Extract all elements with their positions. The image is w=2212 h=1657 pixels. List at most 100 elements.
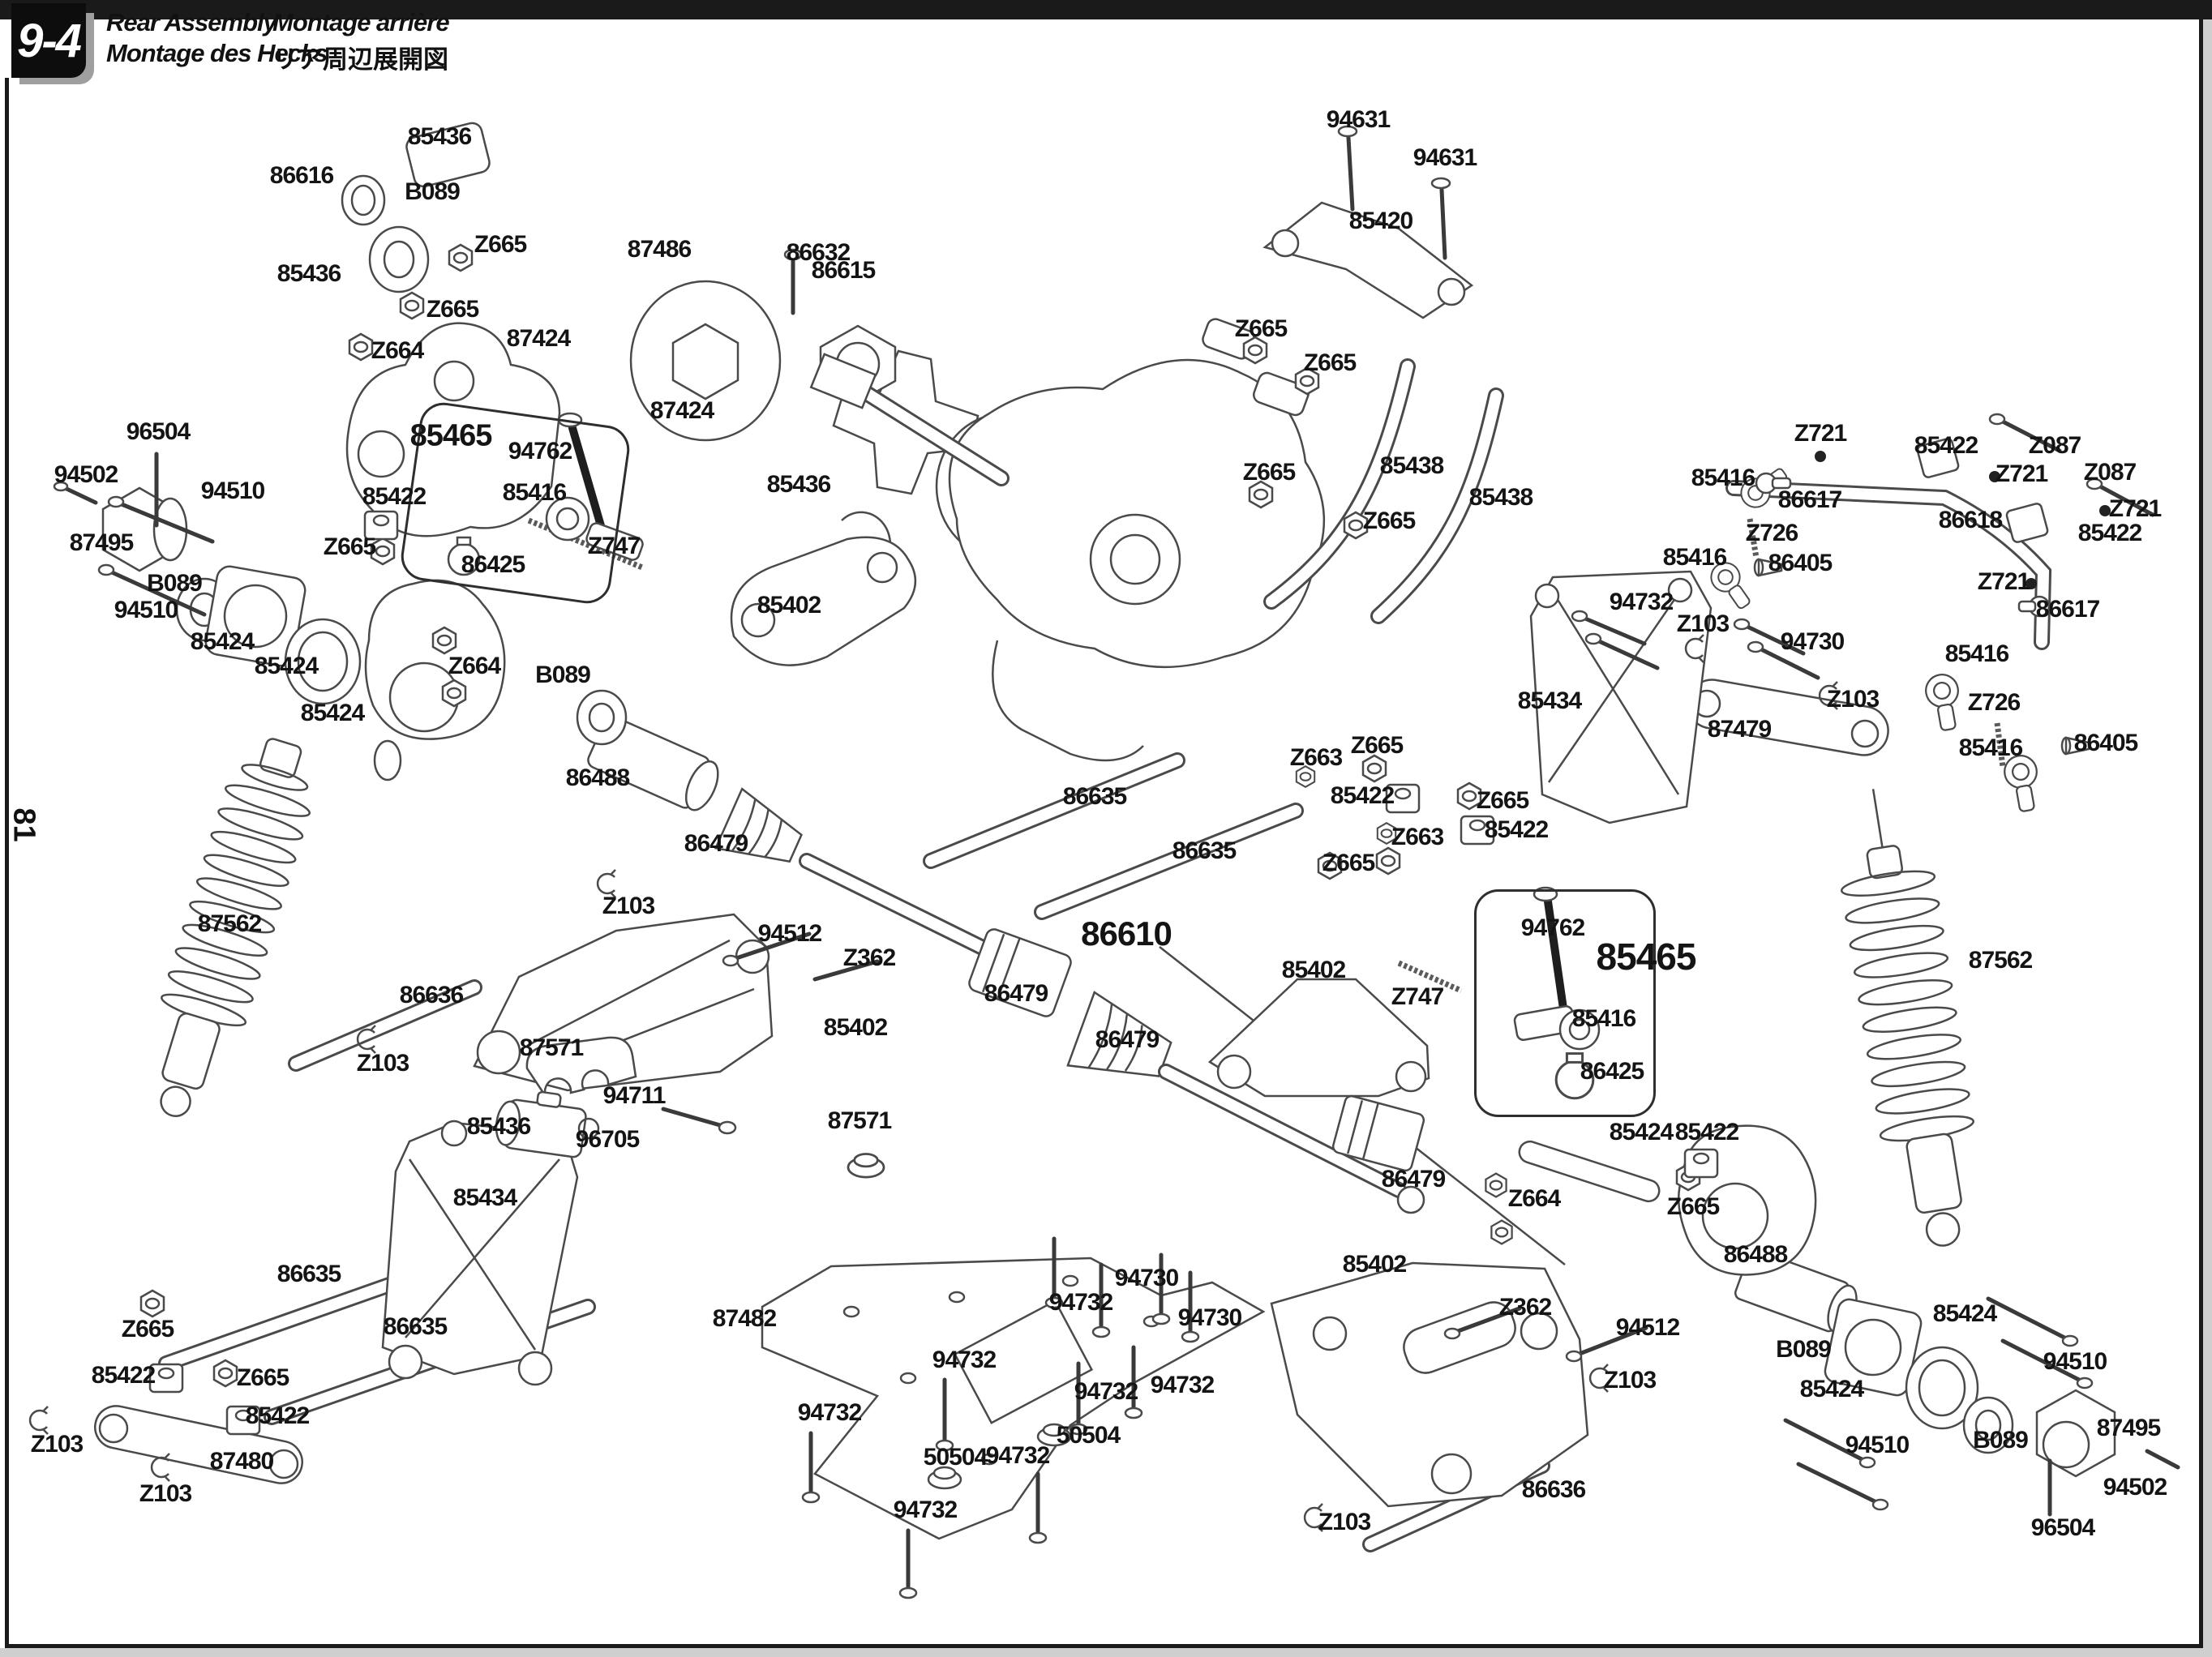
part-label: Z362 bbox=[842, 944, 896, 971]
part-label: Z103 bbox=[30, 1431, 84, 1458]
part-label: 85424 bbox=[1932, 1300, 1997, 1327]
part-label: Z726 bbox=[1967, 689, 2021, 716]
part-label: 94732 bbox=[932, 1347, 997, 1373]
part-label: 96504 bbox=[2030, 1514, 2095, 1541]
part-label: 86425 bbox=[1580, 1058, 1644, 1085]
part-label: 86488 bbox=[1723, 1241, 1788, 1268]
part-label: 94732 bbox=[985, 1442, 1050, 1469]
part-label: 85416 bbox=[1691, 465, 1755, 491]
part-label: Z103 bbox=[139, 1480, 192, 1507]
part-label: 85416 bbox=[1958, 734, 2023, 761]
part-label: 85436 bbox=[766, 471, 831, 498]
part-label: Z663 bbox=[1289, 744, 1343, 771]
part-label: 85402 bbox=[757, 592, 821, 619]
part-label: 87562 bbox=[1968, 947, 2033, 974]
part-label: 85465 bbox=[409, 418, 493, 453]
part-label: 87424 bbox=[506, 325, 571, 352]
part-label: 85422 bbox=[91, 1362, 156, 1389]
part-label: 94732 bbox=[1074, 1378, 1138, 1405]
part-label: 94732 bbox=[1048, 1289, 1113, 1316]
part-label: 85416 bbox=[502, 479, 567, 506]
part-label: 87562 bbox=[197, 910, 262, 937]
part-label: 94510 bbox=[2043, 1348, 2107, 1375]
part-label: 87495 bbox=[2096, 1415, 2161, 1441]
part-label: 94730 bbox=[1177, 1304, 1242, 1331]
part-label: 86610 bbox=[1081, 914, 1172, 953]
part-label: Z103 bbox=[356, 1050, 409, 1077]
part-label: 85422 bbox=[1674, 1119, 1739, 1145]
part-label: 85422 bbox=[245, 1402, 310, 1429]
part-label: Z726 bbox=[1745, 520, 1798, 546]
part-label: Z362 bbox=[1498, 1294, 1552, 1321]
part-label: 94510 bbox=[200, 477, 265, 504]
title-english: Rear Assembly bbox=[106, 8, 277, 36]
section-badge: 9-4 bbox=[11, 3, 86, 78]
part-label: 85438 bbox=[1468, 484, 1533, 511]
part-label: 85436 bbox=[407, 123, 472, 150]
part-label: 85465 bbox=[1596, 936, 1697, 978]
part-label: 85422 bbox=[1914, 432, 1978, 459]
left-border-line bbox=[5, 78, 9, 1647]
part-label: Z665 bbox=[426, 296, 479, 323]
part-label: Z103 bbox=[1603, 1367, 1657, 1394]
part-label: 86479 bbox=[1381, 1166, 1446, 1192]
part-label: 85424 bbox=[190, 628, 255, 655]
part-label: Z665 bbox=[474, 231, 527, 258]
part-label: 94510 bbox=[114, 597, 178, 623]
part-label: 85416 bbox=[1662, 544, 1727, 571]
part-label: 86479 bbox=[684, 830, 748, 857]
part-label: 87479 bbox=[1707, 716, 1772, 743]
part-label: 85438 bbox=[1379, 452, 1444, 479]
part-label: 94732 bbox=[797, 1399, 862, 1426]
part-label: 94502 bbox=[2103, 1474, 2167, 1501]
part-label: Z087 bbox=[2028, 432, 2081, 459]
part-label: B089 bbox=[1973, 1427, 2029, 1454]
part-label: 85422 bbox=[362, 483, 427, 510]
part-label: 94730 bbox=[1114, 1265, 1179, 1291]
part-label: 87424 bbox=[649, 397, 714, 424]
part-label: 96705 bbox=[575, 1126, 640, 1153]
part-label: 85402 bbox=[823, 1014, 888, 1041]
part-label: B089 bbox=[147, 570, 203, 597]
part-label: Z665 bbox=[323, 533, 376, 560]
part-label: 86479 bbox=[984, 980, 1048, 1007]
part-label: 96504 bbox=[126, 418, 191, 445]
callout-box-85465-right bbox=[1474, 889, 1656, 1117]
part-label: 85422 bbox=[1330, 782, 1395, 809]
part-label: 87486 bbox=[627, 236, 692, 263]
part-label: B089 bbox=[1776, 1336, 1832, 1363]
part-label: 85422 bbox=[2077, 520, 2142, 546]
part-label: 85402 bbox=[1281, 957, 1346, 983]
part-label: Z721 bbox=[2108, 495, 2162, 522]
part-label: Z665 bbox=[1303, 349, 1357, 376]
part-label: 85424 bbox=[1799, 1376, 1864, 1402]
part-label: 85424 bbox=[300, 700, 365, 726]
part-label: 50504 bbox=[923, 1444, 988, 1471]
part-label: 85422 bbox=[1484, 816, 1549, 843]
part-label: Z665 bbox=[1476, 787, 1529, 814]
title-german: Montage des Hecks bbox=[106, 39, 328, 67]
section-number: 9-4 bbox=[17, 14, 82, 67]
part-label: Z664 bbox=[371, 337, 424, 364]
part-label: B089 bbox=[405, 178, 461, 205]
part-label: Z665 bbox=[1322, 850, 1375, 876]
title-japanese: リア周辺展開図 bbox=[272, 45, 448, 74]
part-label: Z664 bbox=[1507, 1185, 1561, 1212]
part-label: 94631 bbox=[1326, 106, 1391, 133]
part-label: 94732 bbox=[1150, 1372, 1215, 1398]
part-label: 94732 bbox=[1609, 589, 1674, 615]
part-label: 85402 bbox=[1342, 1251, 1407, 1278]
part-label: Z665 bbox=[1666, 1193, 1720, 1220]
part-label: 86635 bbox=[1062, 783, 1127, 810]
part-label: Z087 bbox=[2083, 459, 2137, 486]
part-label: 85436 bbox=[276, 260, 341, 287]
part-label: 85424 bbox=[1609, 1119, 1674, 1145]
part-label: 94762 bbox=[508, 438, 572, 465]
part-label: 86635 bbox=[276, 1261, 341, 1287]
part-label: 85434 bbox=[452, 1184, 517, 1211]
part-label: Z664 bbox=[448, 653, 501, 679]
part-label: 87480 bbox=[209, 1448, 274, 1475]
part-label: 87571 bbox=[519, 1034, 584, 1061]
part-label: 86617 bbox=[1777, 486, 1842, 513]
